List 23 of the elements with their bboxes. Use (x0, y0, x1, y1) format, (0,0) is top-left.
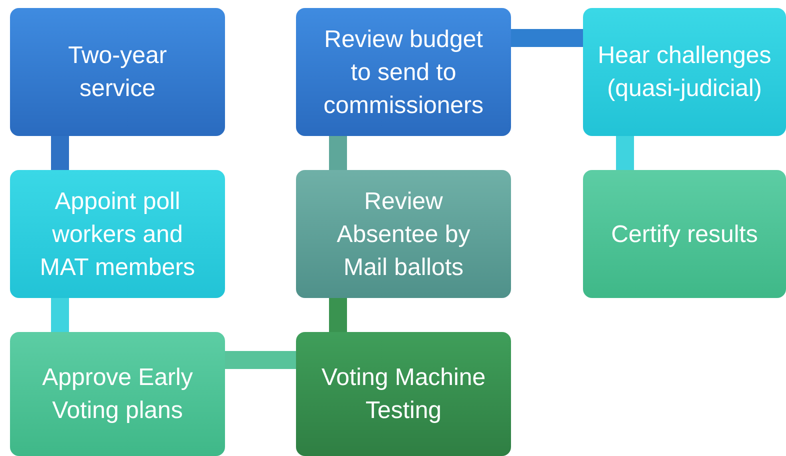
step-label: Appoint poll workers and MAT members (38, 186, 196, 282)
process-box (296, 170, 511, 298)
step-label: Review budget to send to commissioners (322, 24, 485, 120)
step-label: Voting Machine Testing (320, 363, 487, 426)
connector-bar (51, 136, 69, 170)
connector-bar (616, 136, 634, 170)
process-box (583, 8, 786, 136)
connector-bar (329, 298, 347, 332)
step-label: Review Absentee by Mail ballots (336, 186, 472, 282)
connector-bar (51, 298, 69, 332)
process-box (583, 170, 786, 298)
connector-bar (329, 136, 347, 170)
process-box (296, 332, 511, 456)
connector-bar (225, 351, 296, 369)
step-label: Certify results (611, 220, 758, 250)
process-box (10, 8, 225, 136)
step-label: Hear challenges (quasi-judicial) (596, 41, 772, 104)
connector-bar (511, 29, 583, 47)
step-label: Two-year service (67, 41, 168, 104)
process-box (296, 8, 511, 136)
process-box (10, 170, 225, 298)
process-box (10, 332, 225, 456)
step-label: Approve Early Voting plans (41, 363, 194, 426)
